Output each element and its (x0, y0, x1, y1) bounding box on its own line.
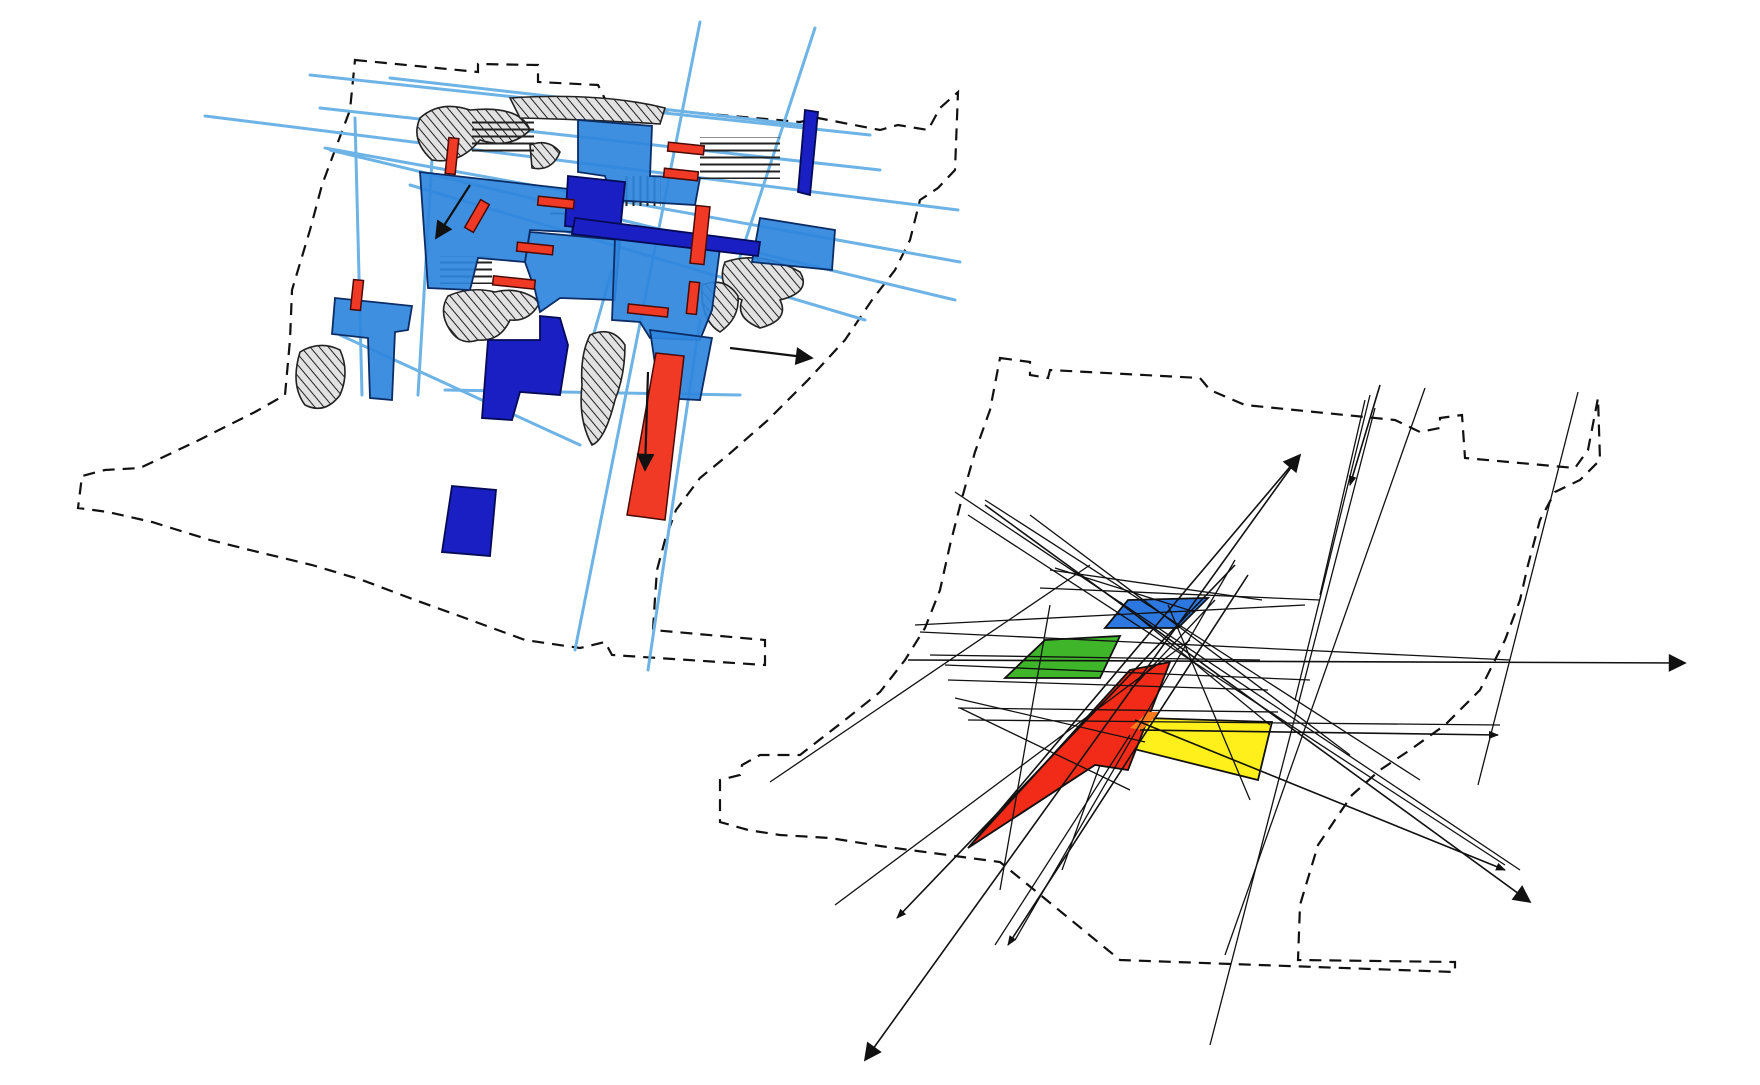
orange-overlap (1130, 712, 1160, 730)
site-plan-diagram (76, 20, 962, 672)
existing-buildings-hatched (295, 95, 805, 446)
building-tower-ne (797, 108, 819, 197)
concept-arrows (863, 384, 1687, 1062)
site-boundary-left (76, 58, 960, 667)
entry-markers (349, 136, 711, 521)
building-l-shape (481, 315, 569, 421)
red-zone (967, 660, 1172, 849)
site-arrows (435, 184, 814, 472)
building-isolated (440, 485, 497, 557)
new-buildings-dark (440, 108, 819, 557)
zone-northeast (750, 216, 836, 271)
zone-southwest (331, 297, 414, 401)
vector-concept-diagram (718, 356, 1687, 1062)
construction-lines (769, 387, 1579, 1046)
